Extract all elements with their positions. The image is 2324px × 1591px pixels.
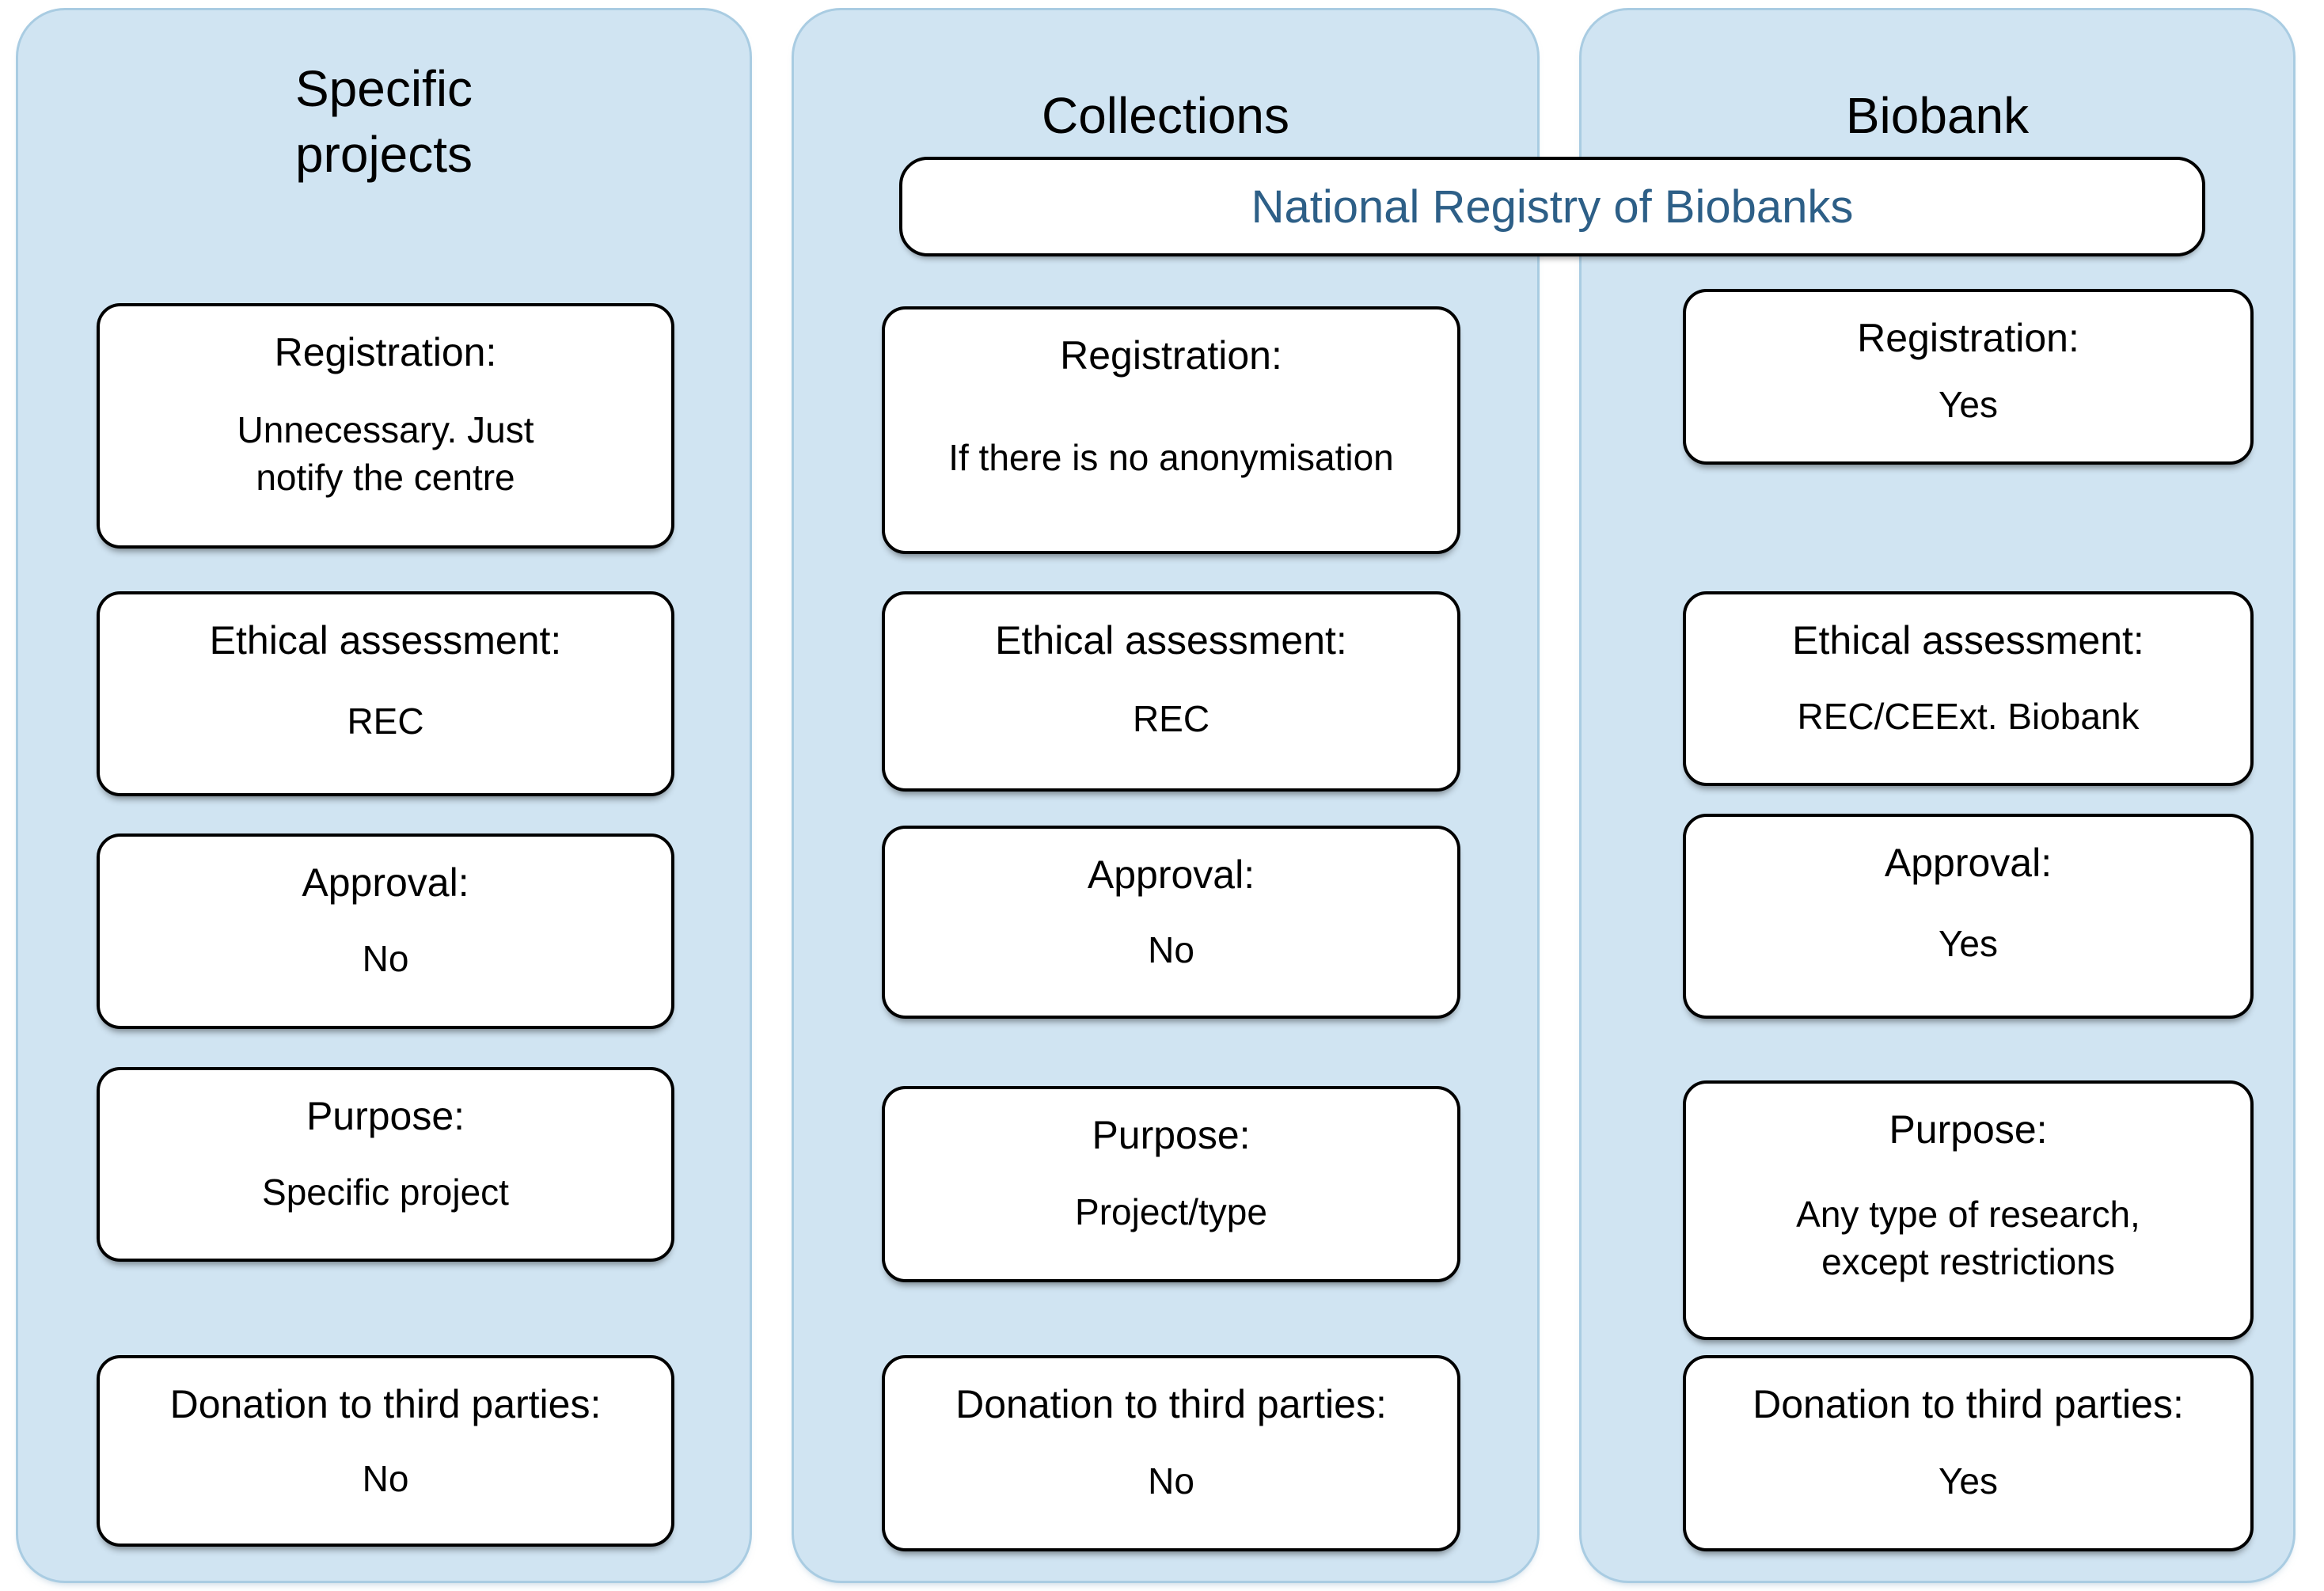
box-value-line: No — [1148, 928, 1194, 970]
column-title-line: Biobank — [1845, 87, 2030, 144]
box-value-line: No — [1148, 1460, 1194, 1502]
box-value: If there is no anonymisation — [948, 380, 1394, 537]
national-registry-banner: National Registry of Biobanks — [899, 157, 2205, 256]
box-value-line: REC — [347, 701, 424, 742]
box-value: Yes — [1939, 1429, 1998, 1534]
box-value-line: No — [362, 1457, 409, 1499]
purpose-box: Purpose: Project/type — [882, 1086, 1460, 1282]
box-label: Registration: — [1857, 316, 2079, 360]
box-label: Ethical assessment: — [209, 618, 562, 663]
box-value-line: REC/CEExt. Biobank — [1797, 695, 2140, 737]
ethical-assessment-box: Ethical assessment: REC — [882, 591, 1460, 792]
box-label: Purpose: — [1889, 1107, 2048, 1152]
box-label: Approval: — [1087, 852, 1255, 897]
box-value: REC — [347, 665, 423, 779]
box-value: Yes — [1939, 363, 1998, 447]
box-label: Purpose: — [306, 1094, 465, 1138]
box-label: Registration: — [274, 330, 497, 374]
box-value: No — [1148, 899, 1194, 1001]
box-value: REC — [1133, 665, 1209, 774]
box-value: No — [363, 907, 409, 1012]
box-value: No — [363, 1429, 409, 1529]
box-label: Registration: — [1060, 333, 1282, 378]
box-value-line: REC — [1132, 698, 1210, 740]
box-label: Purpose: — [1092, 1113, 1251, 1157]
box-value: No — [1148, 1429, 1194, 1534]
box-label: Donation to third parties: — [955, 1382, 1387, 1426]
approval-box: Approval: No — [882, 826, 1460, 1019]
registration-box: Registration: Yes — [1683, 289, 2254, 465]
ethical-assessment-box: Ethical assessment: REC — [97, 591, 674, 796]
box-value-line: Yes — [1938, 923, 1999, 965]
box-label: Ethical assessment: — [1792, 618, 2144, 663]
box-value: REC/CEExt. Biobank — [1797, 665, 2139, 769]
donation-box: Donation to third parties: No — [882, 1355, 1460, 1551]
column-title-collections: Collections — [794, 83, 1537, 149]
column-title-line: Collections — [1041, 87, 1290, 144]
box-value-line: Project/type — [1075, 1190, 1267, 1232]
box-value: Unnecessary. Just notify the centre — [237, 377, 534, 531]
column-title-biobank: Biobank — [1582, 83, 2293, 149]
box-value-line: No — [362, 938, 409, 980]
box-value-line: If there is no anonymisation — [948, 437, 1394, 479]
box-value-line: Yes — [1938, 383, 1999, 425]
national-registry-banner-label: National Registry of Biobanks — [1251, 180, 1854, 233]
box-value-line: Unnecessary. Just — [237, 408, 534, 450]
donation-box: Donation to third parties: No — [97, 1355, 674, 1547]
box-label: Donation to third parties: — [169, 1382, 602, 1426]
box-label: Approval: — [302, 860, 469, 905]
box-value: Project/type — [1075, 1160, 1267, 1265]
box-value: Yes — [1939, 887, 1998, 1001]
box-value-line: notify the centre — [256, 456, 515, 498]
approval-box: Approval: No — [97, 833, 674, 1029]
column-title-line: projects — [294, 126, 473, 184]
box-value-line: Yes — [1938, 1460, 1999, 1502]
box-value-line: Specific project — [262, 1171, 509, 1213]
approval-box: Approval: Yes — [1683, 814, 2254, 1019]
column-collections: Collections — [792, 8, 1540, 1583]
box-value: Any type of research, except restriction… — [1796, 1154, 2140, 1323]
registration-box: Registration: Unnecessary. Just notify t… — [97, 303, 674, 549]
box-label: Donation to third parties: — [1752, 1382, 2184, 1426]
column-title-specific-projects: Specific projects — [18, 56, 750, 188]
purpose-box: Purpose: Specific project — [97, 1067, 674, 1262]
ethical-assessment-box: Ethical assessment: REC/CEExt. Biobank — [1683, 591, 2254, 786]
donation-box: Donation to third parties: Yes — [1683, 1355, 2254, 1551]
purpose-box: Purpose: Any type of research, except re… — [1683, 1080, 2254, 1340]
box-label: Approval: — [1884, 841, 2052, 885]
box-value-line: except restrictions — [1821, 1240, 2115, 1282]
registration-box: Registration: If there is no anonymisati… — [882, 306, 1460, 554]
box-label: Ethical assessment: — [995, 618, 1347, 663]
box-value-line: Any type of research, — [1796, 1193, 2140, 1235]
box-value: Specific project — [262, 1141, 509, 1244]
column-title-line: Specific — [294, 60, 473, 117]
